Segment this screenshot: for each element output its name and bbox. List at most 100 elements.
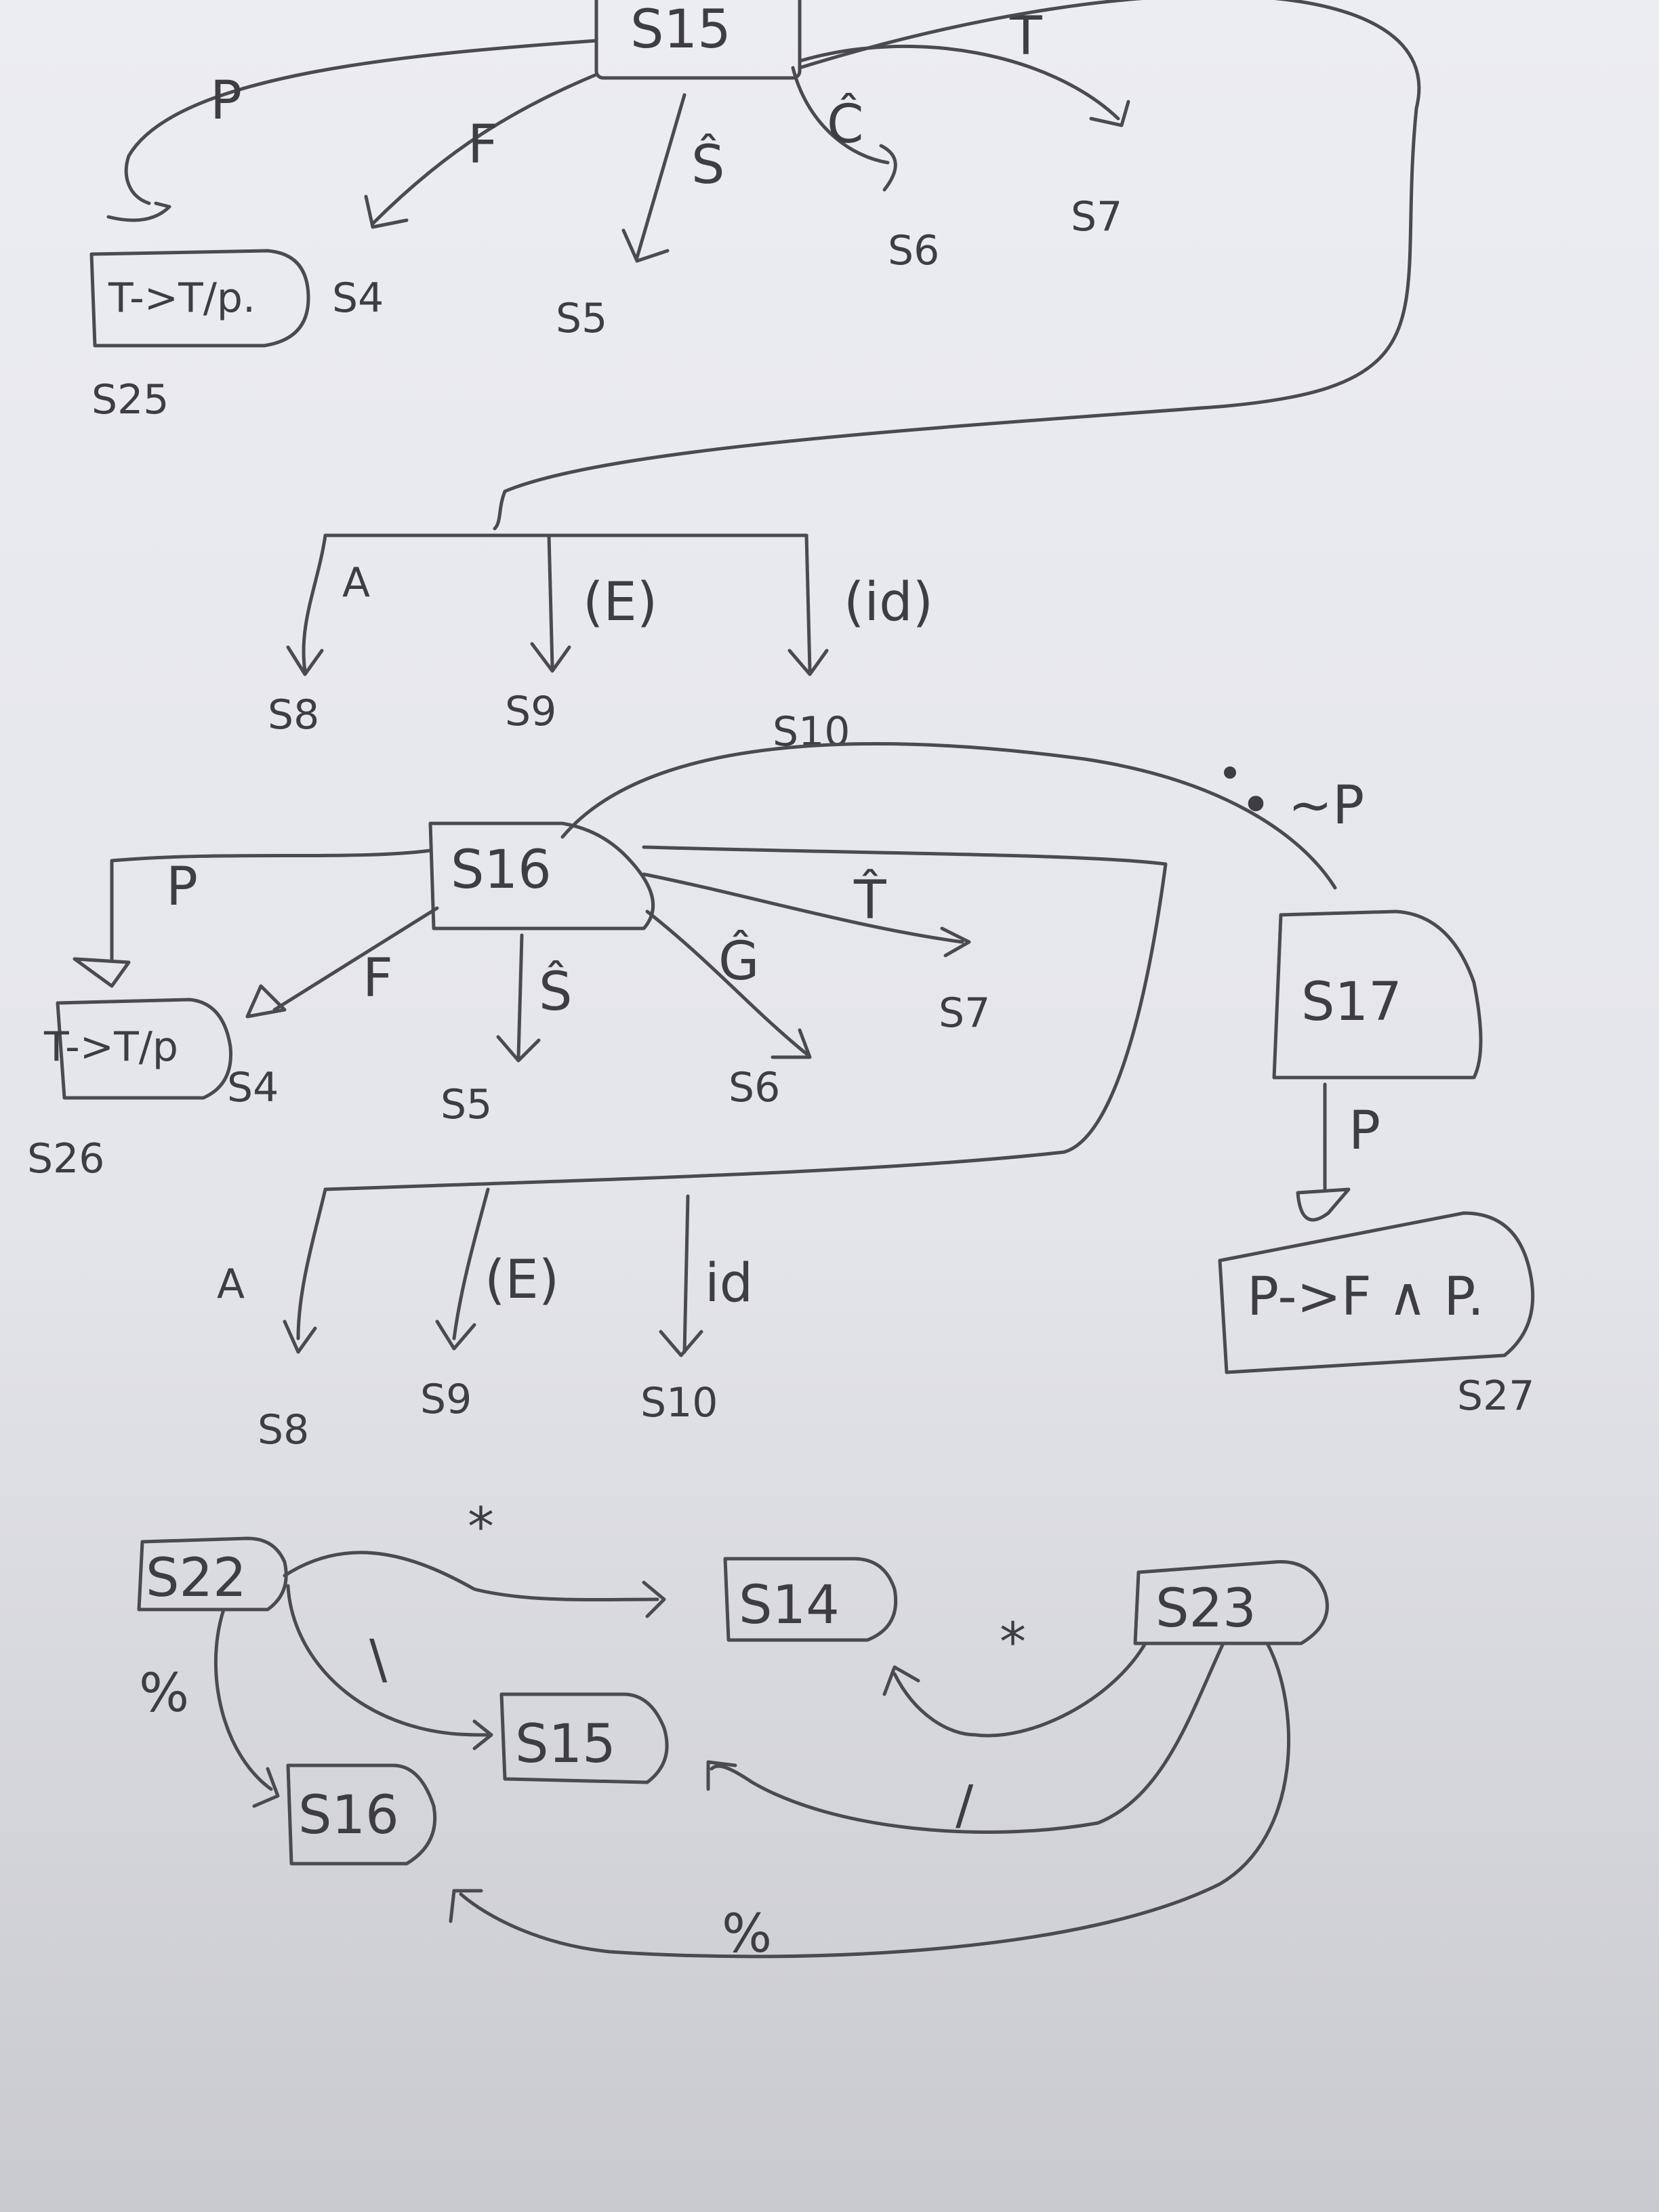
node-s26-box-label: T->T/p xyxy=(43,1023,178,1071)
node-s10-b: S10 xyxy=(640,1379,718,1427)
arrowhead-s9-a xyxy=(530,642,571,673)
node-s9-a: S9 xyxy=(505,688,556,735)
node-s26-name: S26 xyxy=(27,1135,104,1183)
edge-f-s15-label: F xyxy=(468,115,498,176)
edge-s5-s16 xyxy=(516,933,524,1059)
node-s23-label: S23 xyxy=(1155,1578,1256,1639)
arrowhead-s15-bot xyxy=(472,1719,493,1750)
node-s14-label: S14 xyxy=(739,1575,840,1636)
arrowhead-s10-a xyxy=(787,649,829,676)
node-s7-b: S7 xyxy=(939,989,990,1037)
edge-slash-1-label: / xyxy=(956,1775,974,1836)
node-s9-b: S9 xyxy=(420,1376,472,1423)
arrowhead-s6-b xyxy=(771,1028,812,1059)
edge-pct-s22-s16 xyxy=(213,1607,273,1791)
node-s22-label: S22 xyxy=(146,1548,247,1609)
edge-e-1-label: (E) xyxy=(583,572,657,633)
node-s7-a: S7 xyxy=(1071,193,1122,241)
edge-star-s23-s14 xyxy=(893,1641,1147,1738)
dot-mark xyxy=(1224,766,1236,779)
arrowhead-s4-b xyxy=(245,984,287,1019)
edge-s15-loop-to-bracket xyxy=(493,0,1421,531)
node-s16-bottom xyxy=(286,1763,437,1866)
node-s27-box-label: P->F ∧ P. xyxy=(1247,1267,1484,1328)
arrowhead-s5-a xyxy=(621,228,670,263)
edge-p-s17-label: P xyxy=(1349,1101,1380,1162)
node-s16 xyxy=(428,821,655,930)
node-s25-box xyxy=(89,249,310,348)
node-s15-bottom xyxy=(499,1692,669,1784)
edge-t-s16-label: T̂ xyxy=(853,869,886,931)
section-s15: S15 P T->T/p. S25 F S4 Ŝ S5 Ĉ S6 T S7 xyxy=(89,0,1421,531)
arrowhead-s14-b xyxy=(882,1665,920,1696)
edge-not-p-label: • ~P xyxy=(1240,775,1364,836)
node-s23 xyxy=(1133,1560,1329,1645)
arrowhead-s16-b xyxy=(449,1889,483,1923)
edge-e-1 xyxy=(547,533,554,670)
edge-star-2-label: * xyxy=(1000,1612,1026,1673)
edge-a-2-label: A xyxy=(217,1261,245,1308)
arrowhead-s8-a xyxy=(286,645,324,676)
edge-star-s22-s14 xyxy=(283,1551,659,1602)
section-bracket-2: A S8 (E) S9 id S10 xyxy=(217,1187,753,1454)
node-s15-top-label: S15 xyxy=(630,0,731,60)
node-s6-a: S6 xyxy=(888,227,939,274)
arrowhead-s15-b xyxy=(706,1760,737,1791)
node-s5-a: S5 xyxy=(556,295,607,342)
node-s8-b: S8 xyxy=(258,1406,309,1454)
edge-f-s16-label: F xyxy=(363,948,393,1009)
edge-not-p-s16-s17 xyxy=(560,742,1337,890)
section-s16: S16 • ~P P T->T/p S26 F S4 Ŝ S5 Ĝ S6 T̂ … xyxy=(27,742,1364,1191)
arrowhead-s26 xyxy=(73,957,131,988)
edge-star-1-label: * xyxy=(468,1497,494,1558)
edge-id-1-label: (id) xyxy=(844,572,933,633)
node-s8-a: S8 xyxy=(268,691,319,739)
node-s4-b: S4 xyxy=(227,1064,279,1111)
arrowhead-s25 xyxy=(106,201,171,222)
edge-a-1-label: A xyxy=(342,559,370,607)
node-s14 xyxy=(723,1557,898,1642)
section-s17: S17 P P->F ∧ P. S27 xyxy=(1218,909,1535,1420)
node-s27-box xyxy=(1218,1211,1535,1374)
edge-id-2 xyxy=(682,1194,690,1354)
node-s15-top xyxy=(594,0,802,80)
node-s17 xyxy=(1272,909,1483,1080)
edge-f-s16-s4 xyxy=(272,906,439,1012)
section-bracket-1: A S8 (E) S9 (id) S10 xyxy=(268,533,933,756)
node-s4-a: S4 xyxy=(332,274,384,322)
edge-p-s15-label: P xyxy=(210,70,242,131)
node-s5-b: S5 xyxy=(441,1081,492,1128)
edge-s5-s15 xyxy=(635,93,687,260)
edge-a-1 xyxy=(302,533,327,673)
edge-t-s15-s7 xyxy=(798,44,1120,121)
edge-s6-s15-label: Ĉ xyxy=(827,93,863,155)
arrowhead-s16-bot xyxy=(252,1767,280,1808)
edge-p-s15-s25 xyxy=(124,39,598,205)
edge-s5-s16-label: Ŝ xyxy=(539,960,573,1023)
section-bottom: S22 * S14 \ S15 % S16 S23 * / xyxy=(137,1497,1329,1965)
arrowhead-s6-a xyxy=(879,144,897,192)
node-s17-label: S17 xyxy=(1301,972,1402,1033)
edge-p-s16-s26 xyxy=(110,848,432,961)
edge-s6-s16-label: Ĝ xyxy=(718,930,759,992)
arrowhead-s10-b xyxy=(659,1330,703,1357)
node-s27-name: S27 xyxy=(1457,1372,1534,1420)
node-s16-bottom-label: S16 xyxy=(298,1785,399,1846)
node-s15-bottom-label: S15 xyxy=(515,1714,616,1775)
bracket-2-bar xyxy=(296,1187,327,1340)
arrowhead-s4-a xyxy=(364,194,409,229)
edge-bar-1-label: \ xyxy=(369,1629,388,1690)
edge-s16-loop-to-bracket xyxy=(323,845,1168,1191)
node-s26-box xyxy=(56,998,232,1100)
edge-s5-s15-label: Ŝ xyxy=(691,134,725,196)
edge-id-2-label: id xyxy=(705,1253,753,1314)
arrowhead-s14 xyxy=(642,1580,666,1618)
arrowhead-s7-b xyxy=(940,926,971,958)
edge-s6-s15 xyxy=(791,66,890,165)
edge-f-s15-s4 xyxy=(371,73,598,226)
edge-bar-s22-s15 xyxy=(286,1584,490,1737)
arrowhead-s27 xyxy=(1296,1187,1351,1222)
node-s25-name: S25 xyxy=(91,376,169,424)
